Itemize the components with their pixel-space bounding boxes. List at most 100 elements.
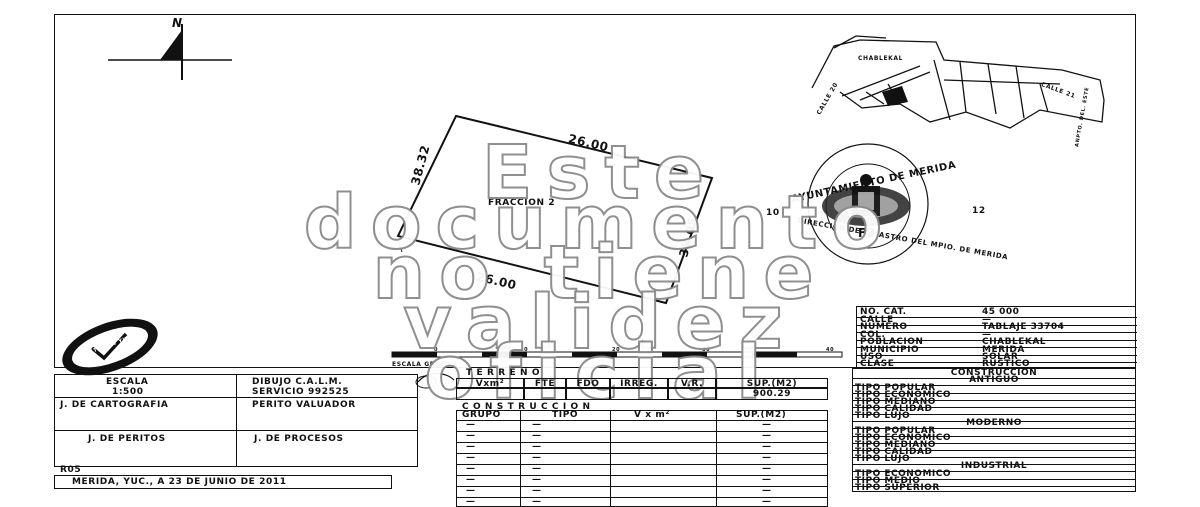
watermark-line-3: no tiene [371, 230, 828, 316]
cons-dash: — [762, 497, 772, 507]
cons-dash: — [466, 453, 476, 463]
cons-section-antiguo: ANTIGUO [852, 375, 1136, 386]
cons-dash: — [532, 475, 542, 485]
info-code: R05 [60, 465, 82, 475]
servicio-label: SERVICIO 992525 [252, 387, 350, 397]
watermark-line-1: Este [481, 130, 719, 216]
seal-left-num: 10 [766, 208, 780, 218]
terreno-header-fdo: FDO [566, 378, 610, 388]
cons-dash: — [532, 420, 542, 430]
escala-label: ESCALA [106, 377, 149, 387]
cons-item: TIPO MEDIANO [852, 440, 1136, 451]
j-cartografia-label: J. DE CARTOGRAFIA [60, 400, 169, 410]
scale-bar [391, 351, 843, 358]
cons-item: TIPO ECONOMICO [852, 469, 1136, 480]
watermark-line-5: oficial [424, 330, 776, 416]
cons-item: TIPO ECONOMICO [852, 390, 1136, 401]
date-box [54, 475, 392, 489]
terreno-row-blank-2 [524, 388, 566, 400]
seal-right-num: 12 [972, 206, 986, 216]
watermark-line-2: documento [303, 180, 897, 266]
cons-dash: — [466, 464, 476, 474]
terreno-header-vxm: Vxm² [456, 378, 524, 388]
cons-dash: — [762, 475, 772, 485]
cons-item: TIPO ECONOMICO [852, 433, 1136, 444]
terreno-row-blank-5 [668, 388, 716, 400]
construccion-table-title: C O N S T R U C C I O N [462, 402, 591, 412]
map-street-top: CHABLEKAL [858, 55, 904, 62]
scale-tick-4: 40 [826, 347, 835, 353]
j-procesos-label: J. DE PROCESOS [254, 434, 344, 444]
cons-dash: — [466, 475, 476, 485]
cons-item: TIPO POPULAR [852, 426, 1136, 437]
cons-item: TIPO CALIDAD [852, 447, 1136, 458]
cons-item: TIPO MEDIANO [852, 397, 1136, 408]
cons-section-moderno: MODERNO [852, 418, 1136, 429]
cons-dash: — [466, 486, 476, 496]
cons-list-title: CONSTRUCCION [852, 368, 1136, 379]
cons-section-industrial: INDUSTRIAL [852, 461, 1136, 472]
cons-dash: — [532, 431, 542, 441]
drawing-frame [54, 14, 1136, 368]
north-label: N [172, 16, 183, 30]
cons-item: TIPO POPULAR [852, 383, 1136, 394]
cons-dash: — [532, 453, 542, 463]
scale-bar-label: ESCALA GRAFICA [392, 361, 458, 368]
dibujo-label: DIBUJO C.A.L.M. [252, 377, 343, 387]
construccion-list [852, 368, 1136, 492]
terreno-header-vr: V.R. [668, 378, 716, 388]
fraction-label: FRACCION 2 [488, 198, 556, 208]
perito-label: PERITO VALUADOR [252, 400, 356, 410]
scale-tick-3: 30 [702, 347, 711, 353]
cons-dash: — [762, 420, 772, 430]
cons-header-tipo: TIPO [552, 410, 579, 420]
terreno-row-blank-1 [456, 388, 524, 400]
cons-dash: — [532, 464, 542, 474]
cons-dash: — [762, 486, 772, 496]
terreno-title: T E R R E N O [466, 368, 541, 378]
cons-item: TIPO SUPERIOR [855, 483, 940, 493]
date-label: MERIDA, YUC., A 23 DE JUNIO DE 2011 [72, 477, 287, 487]
terreno-row-blank-3 [566, 388, 610, 400]
prop-row-calle: CALLE— [857, 315, 1137, 326]
cons-dash: — [466, 442, 476, 452]
watermark-line-4: validez [402, 280, 797, 366]
j-peritos-label: J. DE PERITOS [88, 434, 166, 444]
cons-dash: — [532, 442, 542, 452]
plot-polygon [396, 114, 714, 305]
cons-dash: — [466, 420, 476, 430]
scale-tick-1: 10 [520, 347, 529, 353]
seal-code: F3 [858, 226, 876, 240]
scale-tick-2: 20 [612, 347, 621, 353]
escala-value: 1:500 [112, 387, 144, 397]
north-arrow-icon [108, 24, 232, 80]
cons-item: TIPO LUJO [852, 454, 1136, 465]
terreno-sup-value: 900.29 [716, 388, 828, 400]
cons-dash: — [762, 442, 772, 452]
cons-header-grupo: GRUPO [462, 410, 501, 420]
cons-dash: — [466, 431, 476, 441]
location-map [811, 35, 1105, 129]
cons-rows: — — — — — — — — — — — — — — — — — — — — … [456, 420, 828, 507]
cons-header-vxm: V x m² [634, 410, 670, 420]
cons-dash: — [762, 453, 772, 463]
cons-item: TIPO LUJO [852, 411, 1136, 422]
terreno-header-sup: SUP.(M2) [716, 378, 828, 388]
cons-dash: — [762, 431, 772, 441]
prop-row-col: COL.— [857, 330, 1137, 341]
terreno-header-fte: FTE [524, 378, 566, 388]
certification-stamp [62, 318, 158, 376]
prop-row-cat: NO. CAT.45 000 [857, 307, 1137, 318]
cons-dash: — [762, 464, 772, 474]
construccion-list-inner: CONSTRUCCION ANTIGUO TIPO POPULAR TIPO E… [852, 368, 1136, 493]
terreno-header-irreg: IRREG. [610, 378, 668, 388]
cons-dash: — [466, 497, 476, 507]
scale-tick-0: 0 [434, 347, 439, 353]
